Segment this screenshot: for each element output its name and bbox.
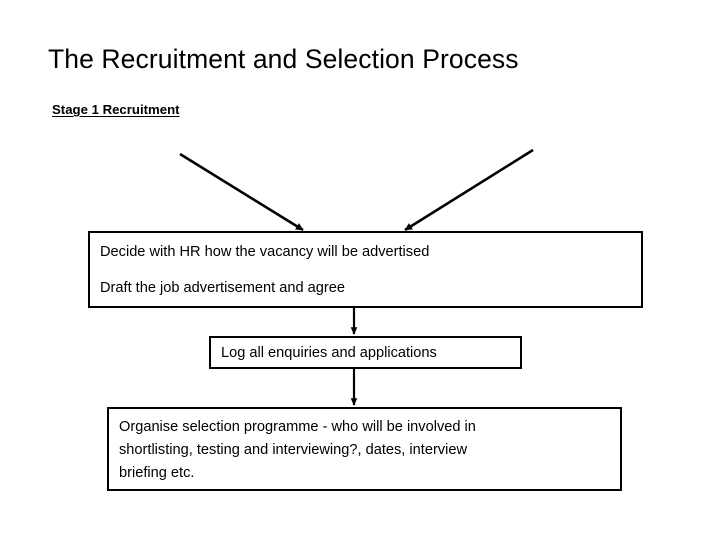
process-box-line: shortlisting, testing and interviewing?,…	[119, 442, 467, 458]
process-box-line: Organise selection programme - who will …	[119, 419, 476, 435]
process-box-line: Draft the job advertisement and agree	[100, 280, 345, 296]
process-box-line: briefing etc.	[119, 465, 195, 481]
incoming-arrow-right	[404, 148, 534, 232]
page-title: The Recruitment and Selection Process	[48, 44, 519, 74]
process-box-text: Log all enquiries and applications	[211, 338, 520, 363]
process-box-line: Decide with HR how the vacancy will be a…	[100, 244, 430, 260]
process-box-decide-advertise: Decide with HR how the vacancy will be a…	[88, 231, 643, 308]
process-box-line: Log all enquiries and applications	[221, 345, 437, 361]
process-box-organise-selection: Organise selection programme - who will …	[107, 407, 622, 491]
process-box-text: Decide with HR how the vacancy will be a…	[90, 233, 641, 298]
stage-label: Stage 1 Recruitment	[52, 102, 180, 117]
process-box-log-enquiries: Log all enquiries and applications	[209, 336, 522, 369]
process-box-text: Organise selection programme - who will …	[109, 409, 620, 485]
incoming-arrow-left	[179, 152, 304, 232]
